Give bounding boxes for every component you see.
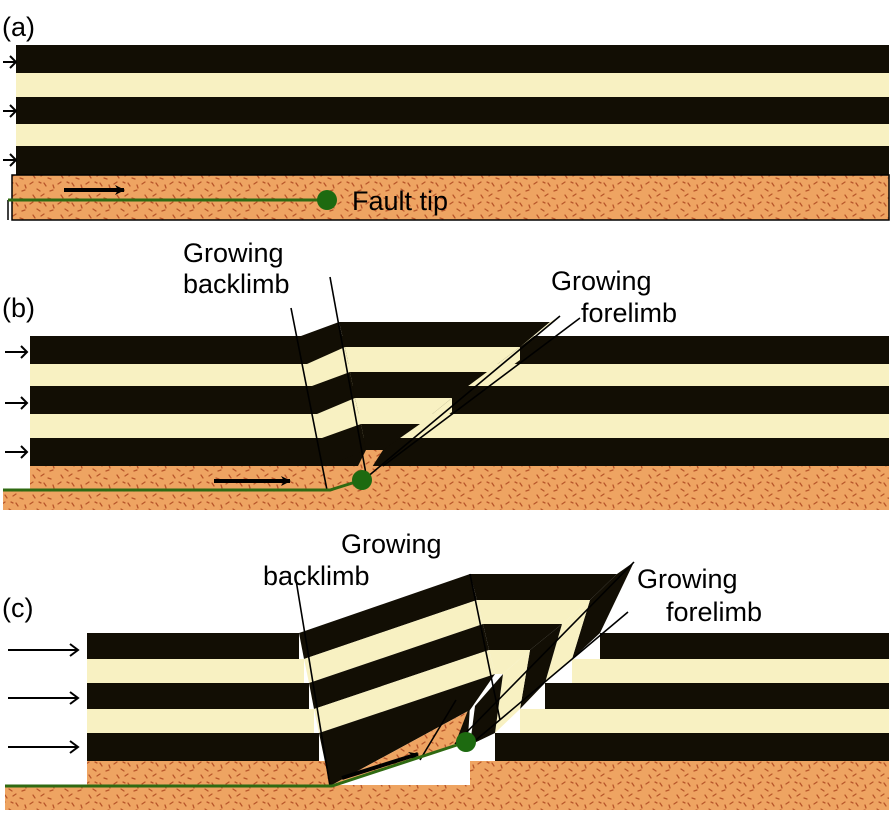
- backlimb-axial-line: [469, 573, 501, 721]
- crest-light-2: [355, 398, 452, 424]
- compression-arrow-icon: [5, 396, 29, 410]
- forelimb-dark-1: [572, 562, 634, 659]
- forelimb-light-2: [495, 650, 530, 733]
- basement-block: [470, 761, 889, 785]
- backlimb-dark-3: [322, 424, 366, 466]
- forelimb-label-line1: Growing: [551, 266, 652, 296]
- layer-light-1: [572, 659, 889, 683]
- forelimb-label-line2: forelimb: [666, 597, 762, 627]
- layer-dark-3: [495, 733, 889, 761]
- backlimb-dark-1: [301, 322, 345, 364]
- forelimb-label-line2: forelimb: [581, 298, 677, 328]
- layer-dark-2: [16, 97, 889, 124]
- layer-dark-3: [16, 146, 889, 175]
- backlimb-light-2: [314, 650, 495, 733]
- backlimb-label-line2: backlimb: [263, 561, 370, 591]
- backlimb-label-line1: Growing: [341, 529, 442, 559]
- fold-core-line: [419, 699, 457, 761]
- panel-a: (a) Fault tip: [2, 12, 890, 221]
- backlimb-dark-2: [309, 624, 489, 709]
- forelimb-axial-line: [365, 315, 561, 479]
- compression-arrow-icon: [3, 153, 18, 167]
- backlimb-label-line2: backlimb: [183, 269, 290, 299]
- panel-c-label: (c): [2, 593, 33, 623]
- basement-lower: [5, 785, 889, 810]
- fault-line: [3, 478, 363, 492]
- basement-block: [12, 175, 889, 220]
- layer-dark-1: [16, 45, 889, 73]
- crest-dark-2: [350, 372, 487, 398]
- compression-arrow-icon: [8, 643, 80, 657]
- layer-dark-1: [87, 633, 299, 659]
- forelimb-light-1: [545, 600, 590, 683]
- backlimb-light-2: [317, 398, 361, 438]
- crest-dark-2: [483, 624, 562, 650]
- fault-tip-dot-icon: [317, 190, 337, 210]
- fault-line: [5, 740, 467, 788]
- layer-light-1: [87, 659, 304, 683]
- backlimb-dark-1: [299, 574, 477, 659]
- panel-a-label: (a): [2, 12, 35, 42]
- panel-c: (c): [2, 529, 889, 810]
- backlimb-axial-line: [290, 307, 328, 491]
- forelimb-axial-line: [382, 317, 581, 467]
- compression-arrow-icon: [5, 345, 29, 359]
- crest-light-1: [477, 600, 590, 624]
- basement-block: [30, 466, 889, 490]
- basement-lower: [3, 490, 889, 510]
- crest-dark-1: [339, 322, 550, 347]
- layer-dark-2: [545, 683, 889, 709]
- backlimb-light-1: [307, 347, 350, 386]
- layer-light-1: [16, 73, 889, 97]
- fault-tip-dot-icon: [456, 732, 476, 752]
- layer-dark-3: [30, 438, 889, 466]
- layer-light-2: [16, 124, 889, 146]
- crest-dark-3: [361, 424, 420, 450]
- compression-arrow-icon: [3, 55, 18, 69]
- layer-dark-1: [600, 633, 889, 659]
- compression-arrow-icon: [8, 740, 80, 754]
- backlimb-label-line1: Growing: [183, 238, 284, 268]
- basement-block: [87, 761, 332, 785]
- forelimb-label-line1: Growing: [637, 564, 738, 594]
- panel-b: (b): [2, 238, 889, 510]
- compression-arrow-icon: [3, 104, 18, 118]
- layer-dark-3: [87, 733, 319, 761]
- layer-light-2: [520, 709, 889, 733]
- layer-dark-2: [87, 683, 309, 709]
- backlimb-axial-line: [295, 579, 331, 787]
- fault-tip-dot-icon: [352, 470, 372, 490]
- fault-tip-label: Fault tip: [352, 186, 448, 216]
- compression-arrow-icon: [5, 445, 29, 459]
- slip-arrow-icon: [341, 751, 419, 780]
- layer-light-2: [87, 709, 314, 733]
- crest-light-2: [489, 650, 530, 674]
- backlimb-axial-line: [329, 276, 367, 475]
- panel-b-label: (b): [2, 293, 35, 323]
- basement-outline: [11, 174, 890, 221]
- forelimb-axial-line: [469, 611, 629, 746]
- layer-light-2: [30, 414, 889, 438]
- backlimb-basement: [330, 710, 470, 786]
- backlimb-dark-2: [312, 372, 355, 414]
- crest-dark-1: [470, 574, 617, 600]
- backlimb-dark-3: [319, 674, 495, 786]
- crest-light-1: [345, 347, 520, 372]
- backlimb-light-1: [304, 600, 483, 683]
- compression-arrow-icon: [8, 691, 80, 705]
- forelimb-axial-line: [454, 561, 635, 745]
